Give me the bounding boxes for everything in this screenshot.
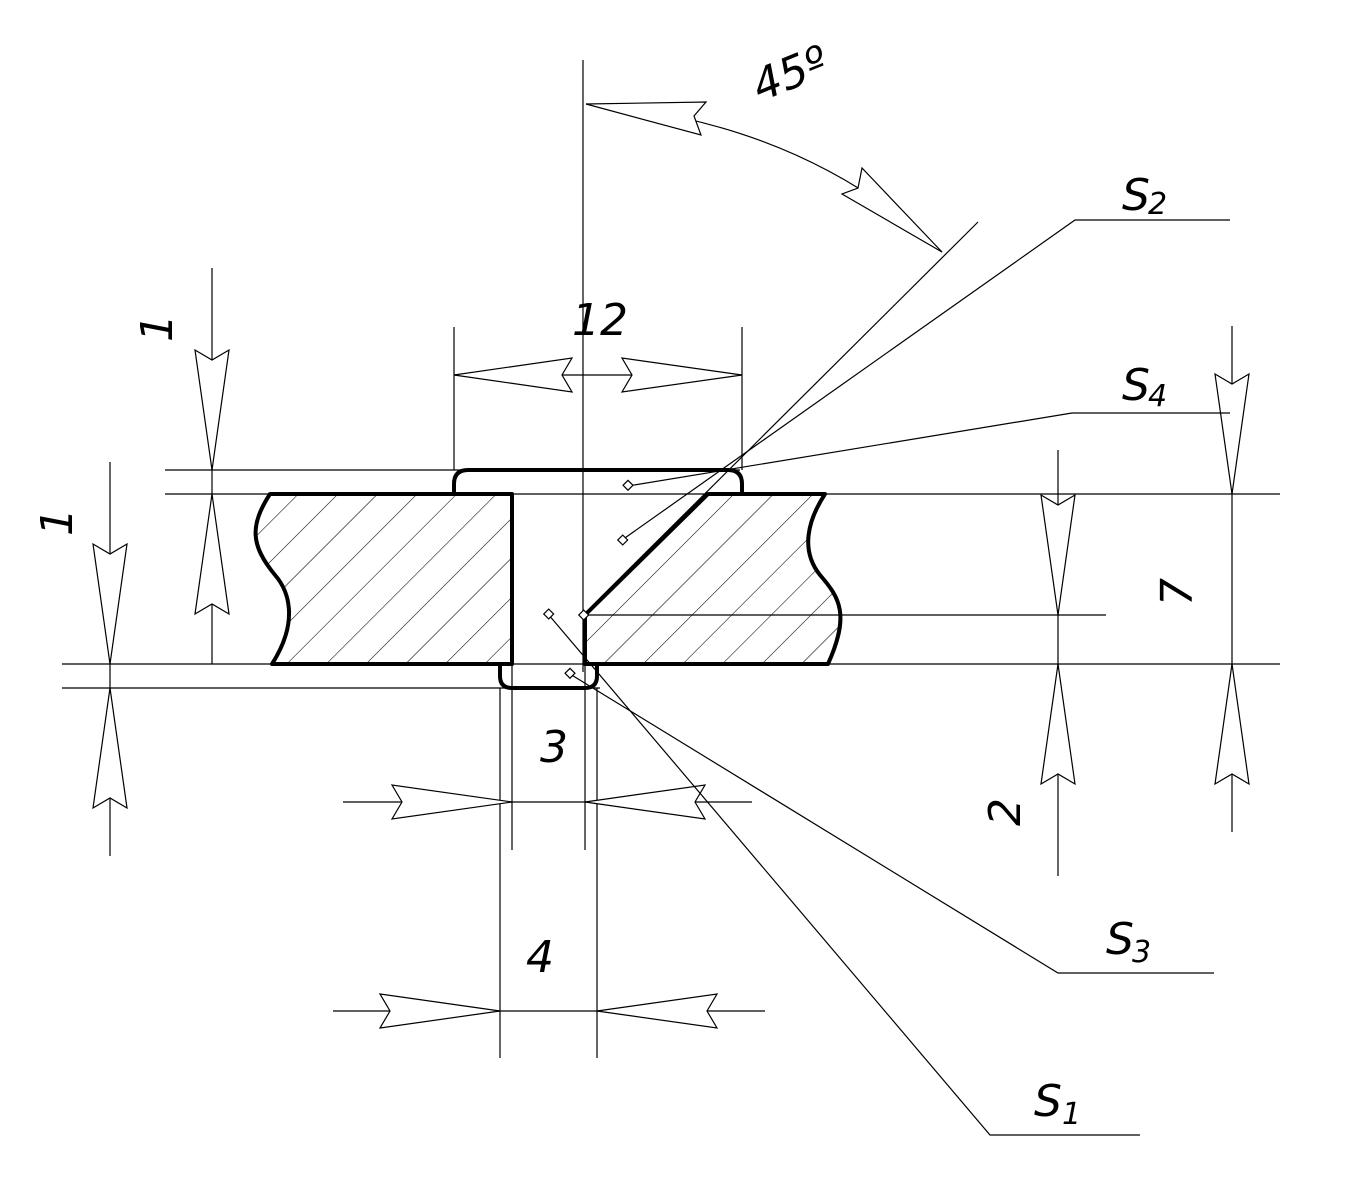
root-weld-reinforcement [498,664,599,690]
angle-arrow-end [840,166,943,253]
angle-dimension [585,101,943,253]
weld-markers [542,479,634,680]
dim-2-label: 2 [980,798,1031,826]
angle-label: 45º [745,36,835,112]
arrow-1top-lower [194,493,230,616]
weld-label-s4-letter: S [1122,360,1150,411]
arrow-1bot-lower [92,687,128,810]
marker-bevel-root [577,609,590,621]
leader-s1 [547,613,1140,1136]
top-weld-reinforcement [452,468,744,494]
dim-7-label: 7 [1152,578,1203,606]
arrow-7-upper [1214,372,1250,495]
dimension-1-bottom-arrows [92,542,128,810]
dimension-1-top-arrows [194,348,230,616]
arrow-1bot-upper [92,542,128,665]
left-plate-section [253,492,514,666]
weld-label-s2-index: 2 [1148,187,1167,222]
weld-label-s2: S 2 [1122,170,1167,222]
dimension-12 [453,357,743,393]
dim-1-top-label: 1 [132,314,183,342]
weld-label-s4-index: 4 [1148,379,1167,414]
weld-label-s1-index: 1 [1062,1097,1081,1132]
arrow-2-upper [1040,493,1076,616]
arrow-3-right [584,784,707,820]
weld-label-s3-index: 3 [1132,935,1151,970]
dim-3-label: 3 [540,722,568,773]
marker-s1 [542,608,555,620]
marker-s3 [564,667,576,680]
weld-label-s3: S 3 [1106,914,1151,970]
right-plate-section [583,492,843,666]
leader-s3 [569,673,1214,974]
dimension-4 [333,993,765,1029]
weld-label-s3-letter: S [1106,914,1134,965]
weld-label-s1: S 1 [1034,1076,1081,1132]
dim-4-label: 4 [526,932,554,983]
leader-s2 [621,219,1230,541]
arrow-12-right [620,357,743,393]
marker-s4 [622,479,634,492]
angle-arrow-start [585,101,708,136]
arrow-2-lower [1040,663,1076,786]
weld-label-s1-letter: S [1034,1076,1062,1127]
arrow-4-left [378,993,501,1029]
arrow-3-left [390,784,513,820]
arrow-7-lower [1214,663,1250,786]
arrow-12-left [453,357,574,393]
arrow-1top-upper [194,348,230,471]
leaders [547,219,1230,1136]
dim-1-bottom-label: 1 [32,508,83,536]
dimension-2-arrows [1040,493,1076,786]
weld-label-s2-letter: S [1122,170,1150,221]
dimension-3 [343,784,752,820]
leader-s4 [627,412,1230,487]
dim-12-label: 12 [572,295,628,346]
dimension-7-arrows [1214,372,1250,786]
arrow-4-right [596,993,719,1029]
marker-s2 [616,534,629,546]
weld-label-s4: S 4 [1122,360,1167,414]
